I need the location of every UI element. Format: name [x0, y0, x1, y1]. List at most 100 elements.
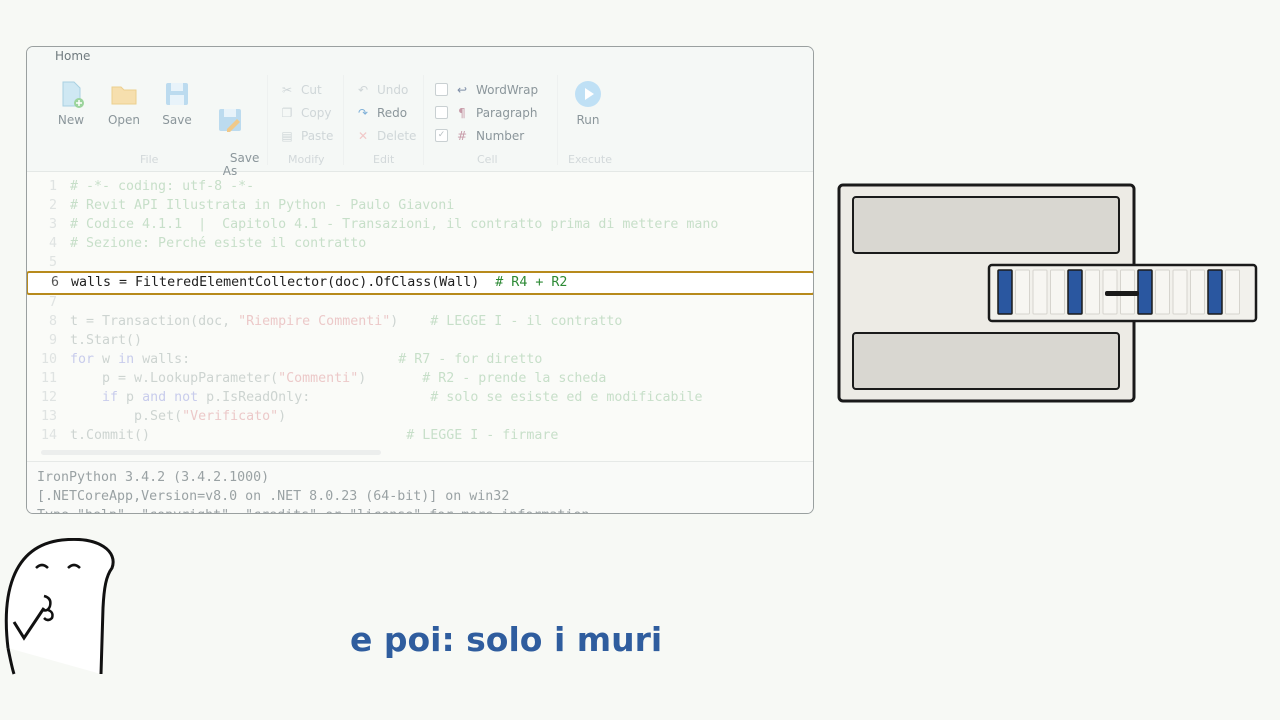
- open-label: Open: [107, 113, 141, 127]
- save-as-button[interactable]: Save As: [207, 79, 259, 191]
- wordwrap-checkbox[interactable]: [435, 83, 448, 96]
- copy-button[interactable]: ❐Copy: [279, 104, 332, 122]
- delete-button[interactable]: ✕Delete: [355, 127, 416, 145]
- other-element: [1015, 269, 1030, 315]
- element-slot: [852, 332, 1120, 390]
- hash-icon: #: [456, 129, 468, 143]
- run-label: Run: [576, 113, 600, 127]
- filter-bar: [1105, 291, 1139, 296]
- wrap-icon: ↩: [456, 83, 468, 97]
- wall-element: [1067, 269, 1083, 315]
- horizontal-scrollbar[interactable]: [41, 450, 381, 455]
- code-text: t = Transaction(doc, "Riempire Commenti"…: [70, 314, 623, 329]
- code-line[interactable]: 8 t = Transaction(doc, "Riempire Commenti…: [27, 312, 813, 331]
- play-icon: [575, 81, 601, 107]
- code-text: # Sezione: Perché esiste il contratto: [70, 236, 367, 251]
- code-line[interactable]: 1# -*- coding: utf-8 -*-: [27, 177, 813, 196]
- other-element: [1085, 269, 1100, 315]
- number-label: Number: [476, 129, 525, 143]
- element-slot: [852, 196, 1120, 254]
- cut-label: Cut: [301, 83, 322, 97]
- wall-element: [997, 269, 1013, 315]
- new-button[interactable]: New: [48, 79, 94, 127]
- paragraph-checkbox[interactable]: [435, 106, 448, 119]
- redo-button[interactable]: ↷ Redo: [355, 104, 407, 122]
- redo-icon: ↷: [357, 106, 369, 120]
- other-element: [1190, 269, 1205, 315]
- scissors-icon: ✂: [281, 83, 293, 97]
- code-line[interactable]: 13 p.Set("Verificato"): [27, 407, 813, 426]
- wall-element: [1137, 269, 1153, 315]
- code-line[interactable]: 9 t.Start(): [27, 331, 813, 350]
- number-checkbox[interactable]: ✓: [435, 129, 448, 142]
- code-line[interactable]: 4# Sezione: Perché esiste il contratto: [27, 234, 813, 253]
- other-element: [1032, 269, 1048, 315]
- group-label-cell: Cell: [477, 153, 498, 166]
- line-number: 14: [40, 428, 57, 443]
- copy-icon: ❐: [281, 106, 293, 120]
- console-line: IronPython 3.4.2 (3.4.2.1000): [37, 470, 270, 485]
- console-line: Type "help", "copyright", "credits" or "…: [37, 506, 597, 513]
- delete-icon: ✕: [357, 129, 369, 143]
- group-label-modify: Modify: [288, 153, 325, 166]
- code-line[interactable]: 11 p = w.LookupParameter("Commenti") # R…: [27, 369, 813, 388]
- group-separator: [423, 75, 424, 165]
- new-file-icon: [62, 81, 84, 108]
- other-element: [1050, 269, 1065, 315]
- cut-button[interactable]: ✂ Cut: [279, 81, 322, 99]
- save-label: Save: [162, 113, 192, 127]
- code-text: p.Set("Verificato"): [70, 409, 287, 424]
- wordwrap-label: WordWrap: [476, 83, 539, 97]
- new-label: New: [57, 113, 85, 127]
- code-line[interactable]: 5: [27, 253, 813, 272]
- undo-icon: ↶: [357, 83, 369, 97]
- line-number: 11: [40, 371, 57, 386]
- save-button[interactable]: Save: [154, 79, 200, 127]
- line-number: 6: [50, 275, 59, 290]
- line-number: 5: [48, 255, 57, 270]
- redo-label: Redo: [377, 106, 408, 120]
- wordwrap-toggle[interactable]: ↩ WordWrap: [435, 81, 538, 99]
- paragraph-label: Paragraph: [476, 106, 538, 120]
- undo-button[interactable]: ↶Undo: [355, 81, 408, 99]
- group-label-file: File: [140, 153, 159, 166]
- group-separator: [343, 75, 344, 165]
- line-number: 8: [48, 314, 57, 329]
- code-line[interactable]: 2# Revit API Illustrata in Python - Paul…: [27, 196, 813, 215]
- highlighted-code-line[interactable]: 6 walls = FilteredElementCollector(doc).O…: [27, 271, 813, 295]
- mascot-character: [4, 538, 115, 675]
- code-text: t.Start(): [70, 333, 143, 348]
- paste-button[interactable]: ▤ Paste: [279, 127, 333, 145]
- line-number: 9: [48, 333, 57, 348]
- run-button[interactable]: Run: [565, 79, 611, 127]
- line-number: 13: [40, 409, 57, 424]
- wall-element: [1207, 269, 1223, 315]
- code-line[interactable]: 3# Codice 4.1.1 | Capitolo 4.1 - Transaz…: [27, 215, 813, 234]
- save-as-icon: [219, 109, 241, 132]
- code-text: for w in walls: # R7 - for diretto: [70, 352, 543, 367]
- save-icon: [166, 83, 188, 105]
- paste-icon: ▤: [281, 129, 293, 143]
- pilcrow-icon: ¶: [458, 106, 466, 120]
- line-number: 7: [48, 295, 57, 310]
- tab-home[interactable]: Home: [55, 49, 91, 63]
- group-separator: [267, 75, 268, 165]
- folder-icon: [111, 86, 137, 105]
- save-as-label: Save As: [222, 151, 260, 178]
- line-number: 12: [40, 390, 57, 405]
- console-panel[interactable]: IronPython 3.4.2 (3.4.2.1000) [.NETCoreA…: [27, 461, 813, 513]
- code-line[interactable]: 12 if p and not p.IsReadOnly: # solo se …: [27, 388, 813, 407]
- code-text: # -*- coding: utf-8 -*-: [70, 179, 255, 194]
- code-line[interactable]: 7: [27, 293, 813, 312]
- other-element: [1225, 269, 1240, 315]
- wall-filter-diagram: [837, 183, 1258, 403]
- code-text: if p and not p.IsReadOnly: # solo se esi…: [102, 390, 703, 405]
- code-text: walls = FilteredElementCollector(doc).Of…: [71, 275, 568, 290]
- code-text: # Codice 4.1.1 | Capitolo 4.1 - Transazi…: [70, 217, 719, 232]
- paste-label: Paste: [301, 129, 334, 143]
- number-toggle[interactable]: ✓ # Number: [435, 127, 524, 145]
- paragraph-toggle[interactable]: ¶ Paragraph: [435, 104, 537, 122]
- open-button[interactable]: Open: [101, 79, 147, 127]
